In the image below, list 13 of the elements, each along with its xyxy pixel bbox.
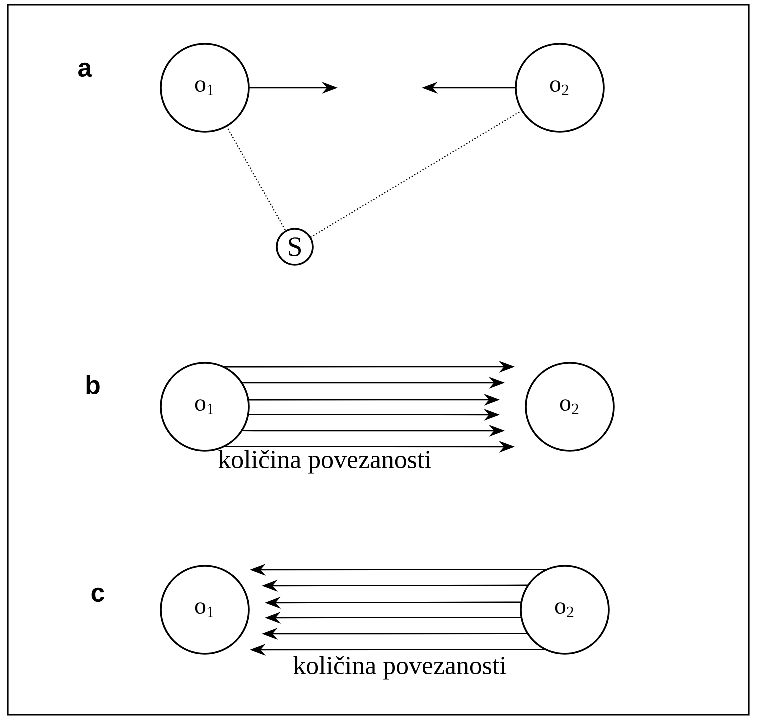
circle-node: o$_{2}$: [525, 362, 615, 452]
panel-letter: a: [78, 62, 92, 78]
connector-line: [310, 110, 523, 238]
panel-letter: c: [92, 588, 104, 602]
connector-line: [226, 126, 287, 232]
axis-caption: količina povezanosti: [218, 450, 432, 474]
circle-node: S: [276, 228, 314, 266]
axis-caption: količina povezanosti: [294, 656, 506, 680]
circle-node: o$_{1}$: [160, 43, 250, 133]
circle-node: o$_{1}$: [160, 565, 250, 655]
circle-node: o$_{2}$: [515, 43, 605, 133]
panel-letter: b: [86, 375, 100, 394]
circle-node: o$_{2}$: [520, 565, 610, 655]
